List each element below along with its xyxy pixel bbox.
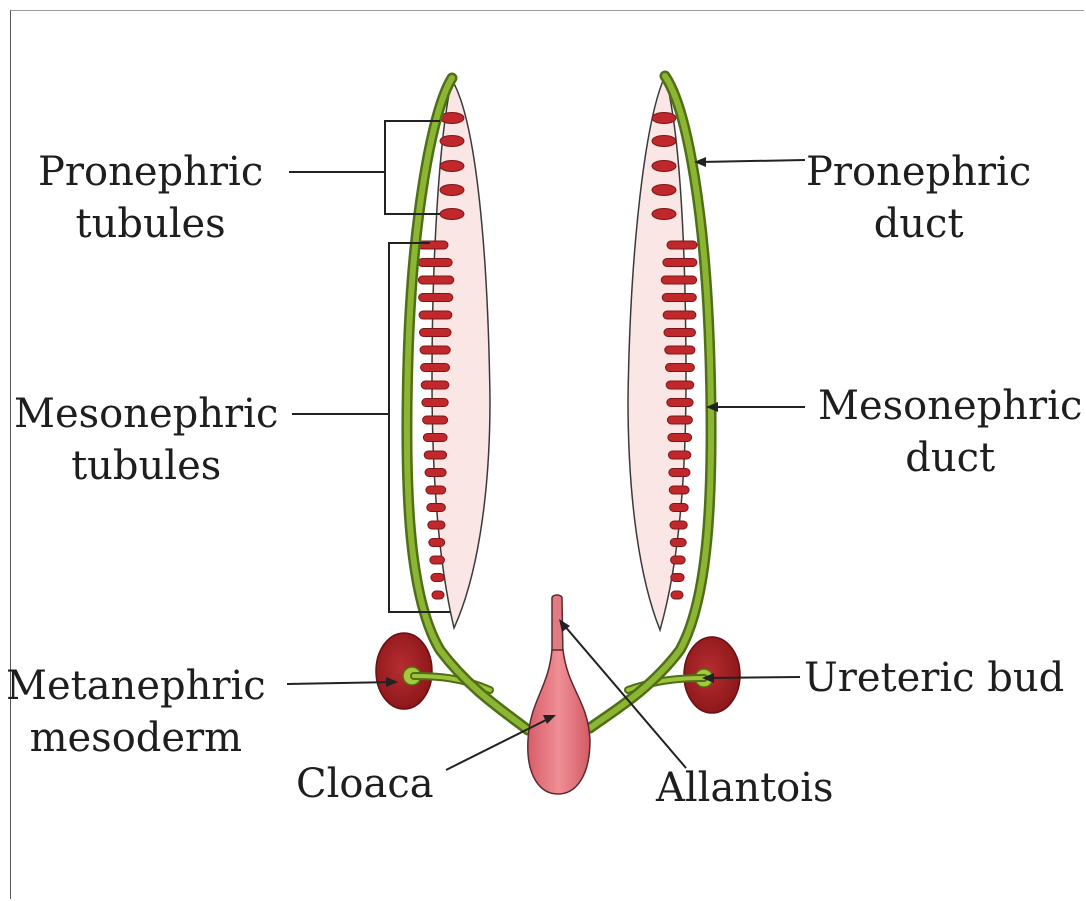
ureteric-bud-label: Ureteric bud — [804, 652, 1064, 704]
left-pronephric-tubule — [440, 113, 464, 124]
left-pronephric-tubule — [440, 185, 464, 196]
right-mesonephric-tubule — [670, 521, 687, 529]
mesonephric-tubules-label: Mesonephric tubules — [14, 388, 278, 492]
left-mesonephric-tubule — [428, 521, 445, 529]
right-mesonephric-tubule — [671, 574, 684, 582]
right-mesonephric-tubule — [670, 504, 689, 512]
mesonephric-duct-arrow — [706, 402, 805, 412]
right-mesonephric-tubule — [669, 486, 689, 494]
right-pronephric-tubule — [652, 161, 676, 172]
left-pronephric-tubule — [440, 161, 464, 172]
pronephric-tubules-line1: Pronephric — [38, 146, 263, 198]
left-mesonephric-tubule — [418, 259, 452, 267]
left-mesonephric-tubule — [421, 364, 450, 372]
left-mesonephric-tubule — [430, 556, 445, 564]
right-mesonephric-tubule — [664, 329, 696, 337]
right-mesonephric-tubule — [665, 364, 694, 372]
left-mesonephric-tubule — [426, 486, 446, 494]
mesonephric-tubules-line2: tubules — [14, 440, 278, 492]
left-mesonephric-tubule — [431, 574, 444, 582]
cloaca-label: Cloaca — [296, 758, 434, 810]
right-pronephric-tubule — [652, 113, 676, 124]
cloaca — [528, 650, 590, 794]
right-mesonephric-tubule — [661, 276, 696, 284]
right-mesonephric-tubule — [665, 346, 695, 354]
allantois-label: Allantois — [656, 762, 834, 814]
left-mesonephric-tubule — [421, 381, 449, 389]
left-mesonephric-tubule — [420, 329, 452, 337]
right-mesonephric-tubule — [667, 241, 697, 249]
pronephric-duct-line2: duct — [806, 198, 1031, 250]
left-pronephric-tubule — [440, 209, 464, 220]
left-mesonephric-tubule — [419, 311, 452, 319]
left-mesonephric-tubule — [422, 399, 448, 407]
right-pronephric-tubule — [652, 185, 676, 196]
right-pronephric-tubule — [652, 136, 676, 147]
metanephric-mesoderm-label: Metanephric mesoderm — [6, 660, 266, 764]
right-mesonephric-tubule — [671, 591, 683, 599]
right-mesonephric-tubule — [663, 311, 696, 319]
left-mesonephric-tubule — [432, 591, 444, 599]
right-mesonephric-tubule — [669, 469, 690, 477]
right-mesonephric-tubule — [670, 539, 686, 547]
right-mesonephric-tubule — [668, 451, 690, 459]
mesonephric-duct-label: Mesonephric duct — [818, 380, 1082, 484]
right-mesonephric-tubule — [668, 434, 692, 442]
right-mesonephric-tubule — [667, 399, 693, 407]
mesonephric-tubules-line1: Mesonephric — [14, 388, 278, 440]
mesonephric-duct-line2: duct — [818, 432, 1082, 484]
pronephric-tubules-label: Pronephric tubules — [38, 146, 263, 250]
right-mesonephric-tubule — [663, 259, 697, 267]
pronephric-tubules-line2: tubules — [38, 198, 263, 250]
left-mesonephric-tubule — [418, 276, 453, 284]
metanephric-mesoderm-line1: Metanephric — [6, 660, 266, 712]
right-mesonephric-tubule — [666, 381, 694, 389]
right-pronephric-tubule — [652, 209, 676, 220]
right-mesonephric-tubule — [667, 416, 692, 424]
right-mesonephric-tubule — [671, 556, 686, 564]
mesonephric-duct-line1: Mesonephric — [818, 380, 1082, 432]
right-mesonephric-tubule — [662, 294, 696, 302]
left-mesonephric-tubule — [425, 469, 446, 477]
left-pronephric-tubule — [440, 136, 464, 147]
pronephric-duct-line1: Pronephric — [806, 146, 1031, 198]
left-mesonephric-tubule — [429, 539, 445, 547]
left-mesonephric-tubule — [424, 451, 446, 459]
left-mesonephric-tubule — [423, 434, 447, 442]
left-mesonephric-tubule — [420, 346, 450, 354]
left-mesonephric-tubule — [427, 504, 446, 512]
left-mesonephric-tubule — [423, 416, 448, 424]
pronephric-duct-arrow — [694, 157, 805, 167]
metanephric-mesoderm-line2: mesoderm — [6, 712, 266, 764]
pronephric-duct-label: Pronephric duct — [806, 146, 1031, 250]
left-mesonephric-tubule — [419, 294, 453, 302]
